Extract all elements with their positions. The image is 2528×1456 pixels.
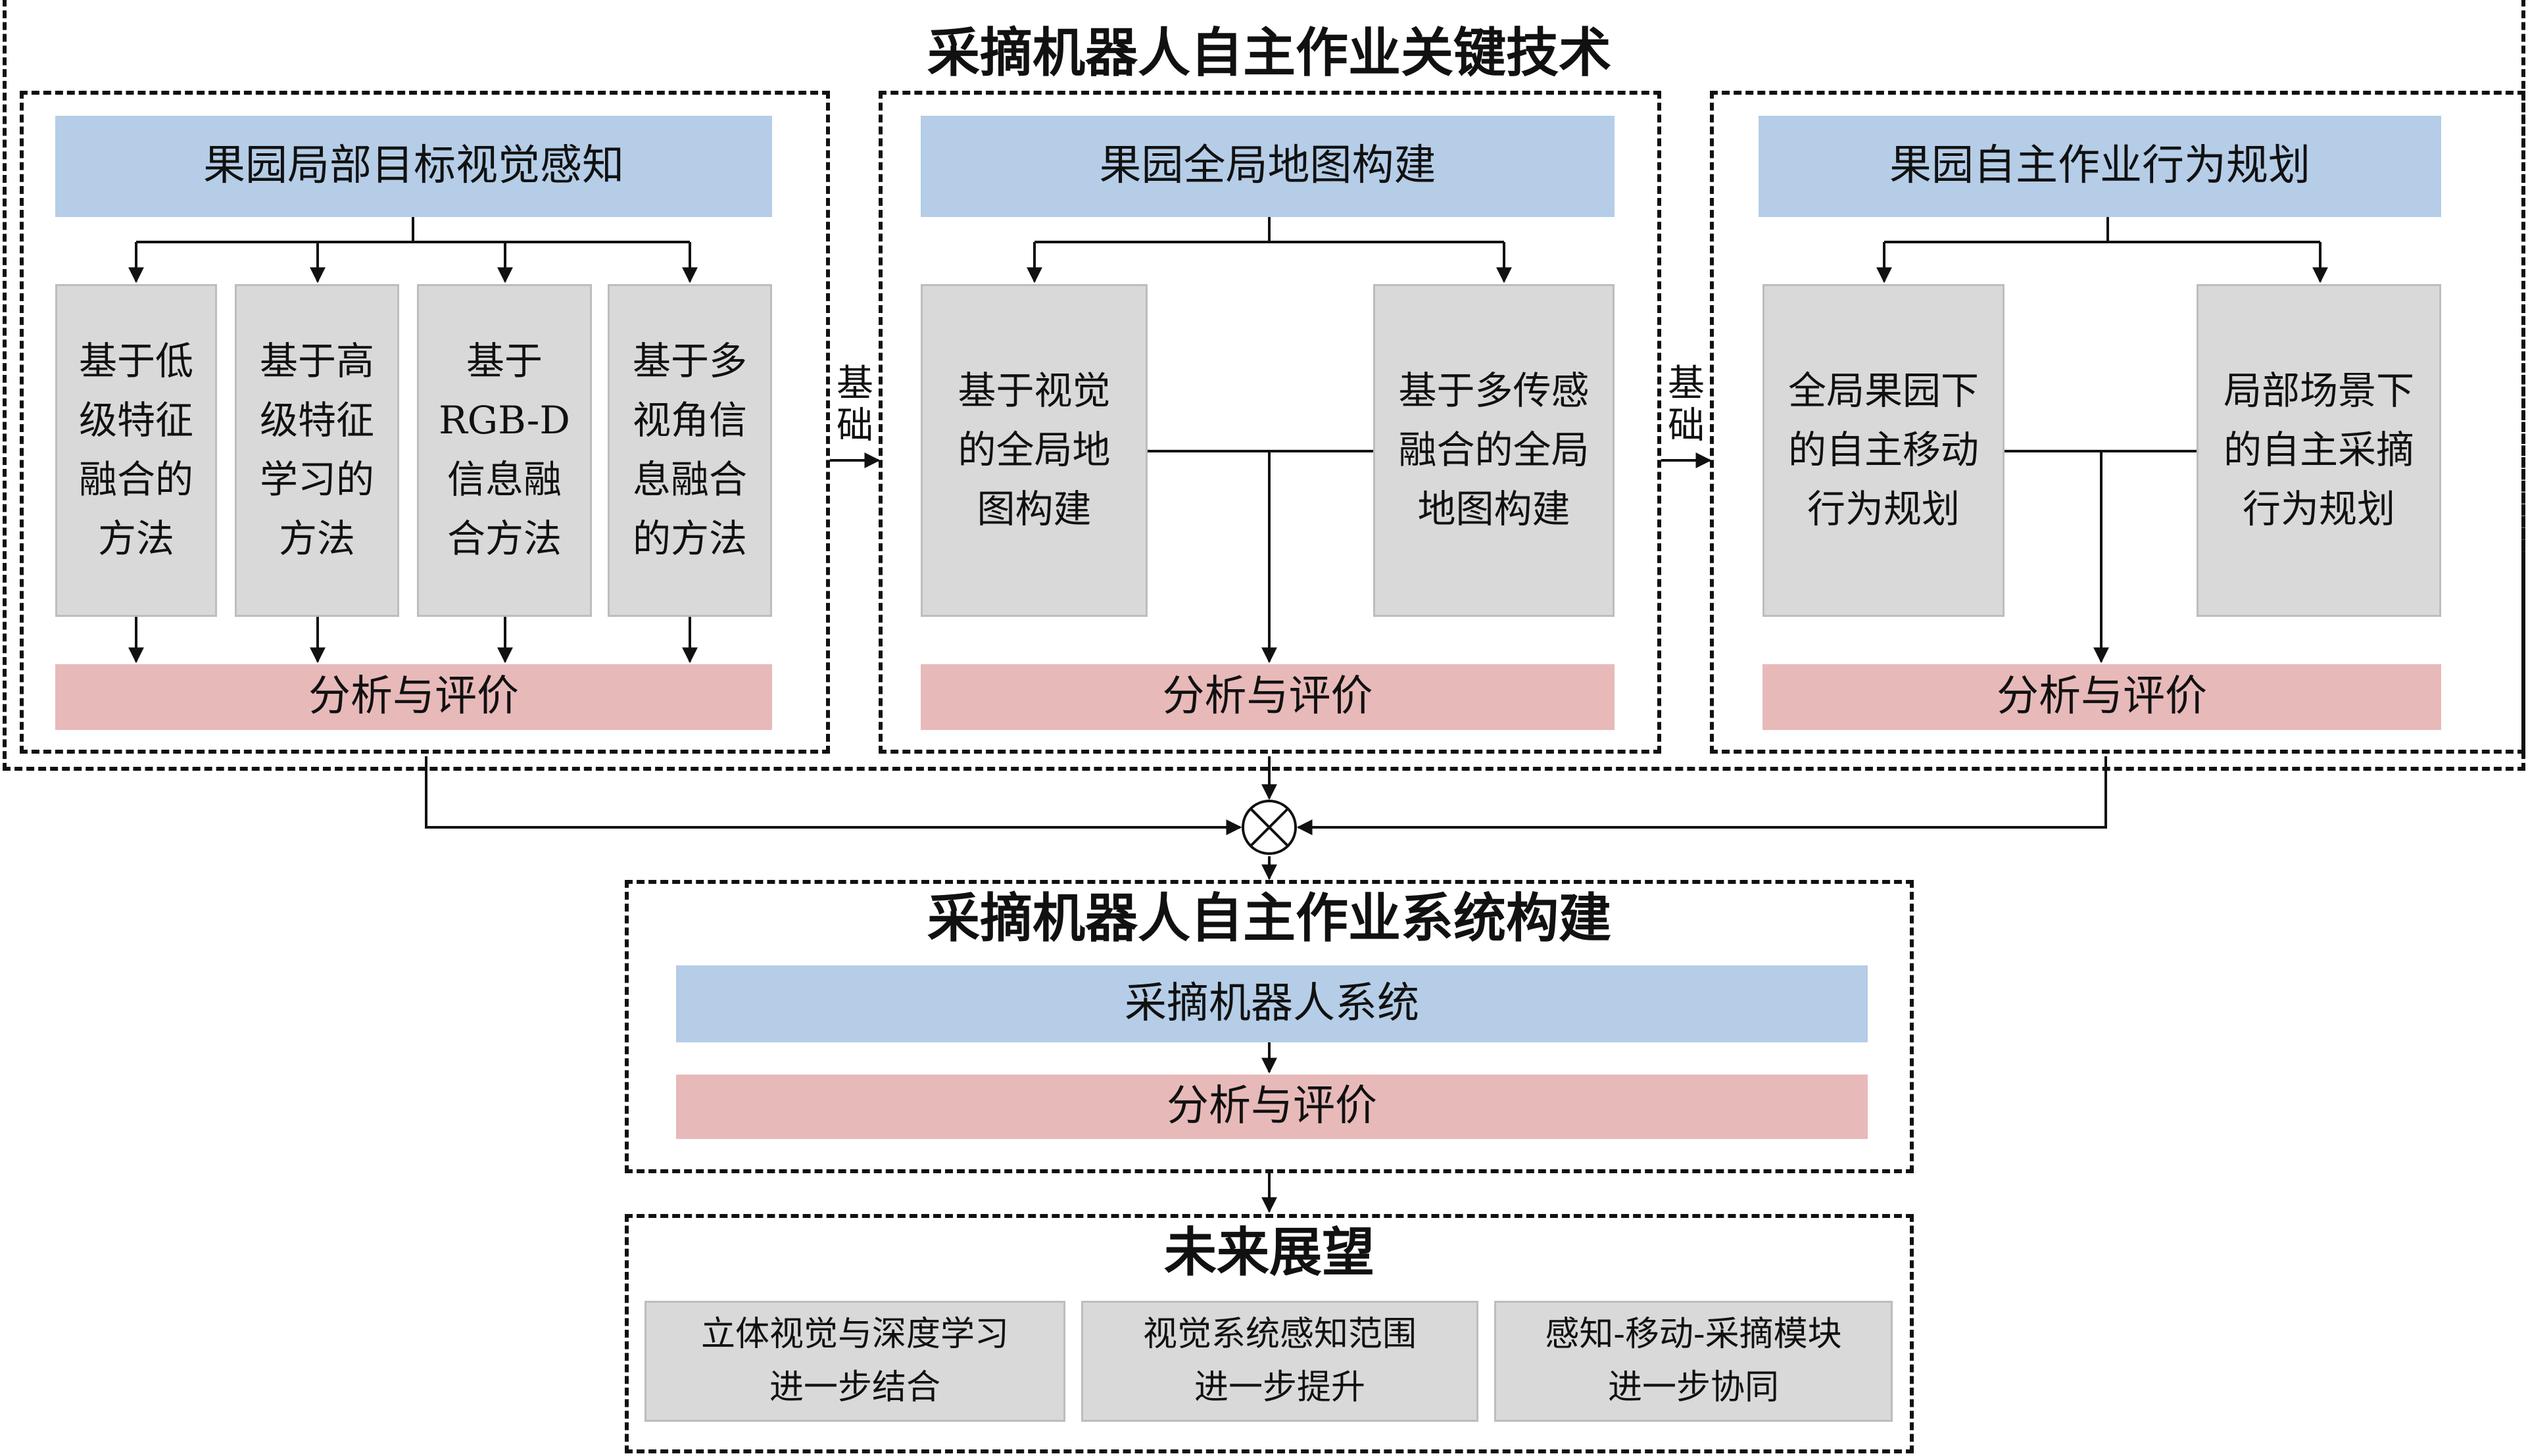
method-global-movement-planning: 全局果园下 的自主移动 行为规划 [1762,284,2005,617]
arrow-line [1296,756,2107,835]
method-visual-map: 基于视觉 的全局地 图构建 [921,284,1148,617]
panel-behavior-planning [1710,91,2525,754]
method-multi-view-fusion: 基于多 视角信 息融合 的方法 [608,284,772,617]
system-construction-frame [625,880,1914,1173]
future-item-module-coordination: 感知-移动-采摘模块 进一步协同 [1494,1301,1893,1422]
panel-visual-perception [20,91,830,754]
future-item-perception-range: 视觉系统感知范围 进一步提升 [1081,1301,1478,1422]
future-outlook-frame [625,1214,1914,1453]
key-technology-title: 采摘机器人自主作业关键技术 [855,26,1684,79]
system-construction-title: 采摘机器人自主作业系统构建 [927,887,1611,949]
picking-robot-system: 采摘机器人系统 [676,965,1868,1042]
system-evaluation: 分析与评价 [676,1075,1868,1139]
panel-global-map [879,91,1661,754]
panel-behavior-planning-evaluation: 分析与评价 [1762,664,2441,730]
method-high-level-features: 基于高 级特征 学习的 方法 [235,284,399,617]
panel-visual-perception-evaluation: 分析与评价 [55,664,772,730]
panel-global-map-evaluation: 分析与评价 [921,664,1615,730]
future-item-stereo-deep-learning: 立体视觉与深度学习 进一步结合 [644,1301,1065,1422]
basis-label-1: 基 础 [834,362,876,448]
panel-global-map-header: 果园全局地图构建 [921,116,1615,217]
combine-node-icon [1242,800,1297,855]
panel-behavior-planning-header: 果园自主作业行为规划 [1759,116,2441,217]
method-multi-sensor-map: 基于多传感 融合的全局 地图构建 [1373,284,1615,617]
method-low-level-features: 基于低 级特征 融合的 方法 [55,284,217,617]
future-outlook-title: 未来展望 [1164,1221,1374,1283]
method-rgbd-fusion: 基于 RGB-D 信息融 合方法 [417,284,592,617]
panel-visual-perception-header: 果园局部目标视觉感知 [55,116,772,217]
method-local-picking-planning: 局部场景下 的自主采摘 行为规划 [2197,284,2441,617]
basis-label-2: 基 础 [1665,362,1707,448]
arrow-line [425,756,1242,835]
